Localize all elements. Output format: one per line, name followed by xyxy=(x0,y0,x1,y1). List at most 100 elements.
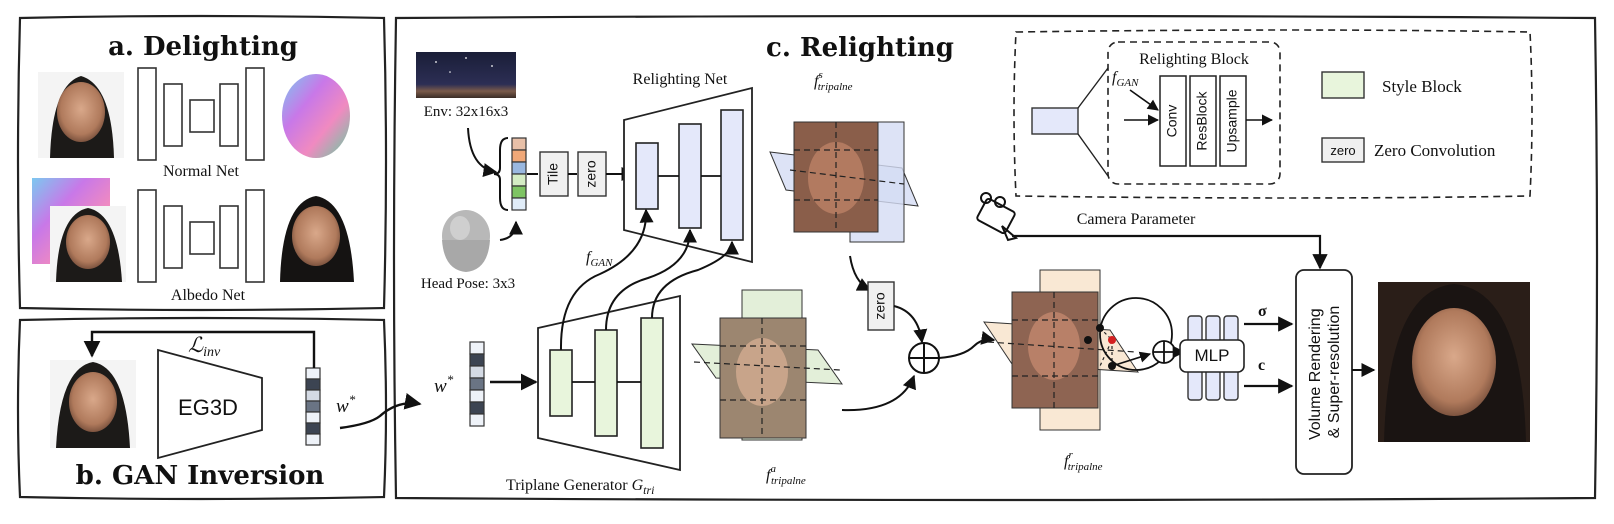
color-label: c xyxy=(1258,357,1265,374)
normal-net-label: Normal Net xyxy=(163,163,240,180)
legend-style-label: Style Block xyxy=(1382,77,1462,96)
pose-arrow xyxy=(499,220,523,241)
env-label: Env: 32x16x3 xyxy=(424,104,509,120)
lighting-vector-cell xyxy=(511,149,527,163)
env-arrow xyxy=(467,127,498,177)
latent-vector-b xyxy=(305,367,321,446)
f-r-base: f xyxy=(1064,453,1071,470)
latent-cell xyxy=(469,365,485,379)
triplane-generator-blocks xyxy=(549,317,664,449)
skip-connections xyxy=(559,208,739,351)
latent-cell xyxy=(305,411,321,424)
legend-f-gan-sub: GAN xyxy=(1116,77,1139,89)
latent-cell xyxy=(305,422,321,435)
f-a-sup: a xyxy=(770,463,776,475)
sigma-label: σ xyxy=(1258,303,1267,320)
head-mesh-icon xyxy=(442,210,490,272)
mlp-label: MLP xyxy=(1195,346,1230,365)
f-s-sup: s xyxy=(818,69,822,81)
triplane-gen-text: Triplane Generator xyxy=(506,477,632,494)
triplane-generator-label: Triplane Generator Gtri xyxy=(506,477,655,497)
loss-symbol: ℒ xyxy=(188,333,204,357)
face-photo-icon xyxy=(50,206,126,282)
panel-a-title: a. Delighting xyxy=(108,32,298,62)
latent-cell xyxy=(469,353,485,367)
legend-zero-swatch xyxy=(1321,137,1365,163)
camera-parameter-label: Camera Parameter xyxy=(1077,211,1196,228)
legend-relight-block xyxy=(1031,107,1079,135)
triplane-gen-sub: tri xyxy=(643,483,654,497)
legend-f-gan-arrow xyxy=(1129,89,1159,111)
triplane-relit-planes xyxy=(983,269,1139,431)
plus-to-relit-arrow xyxy=(938,331,996,359)
latent-star: * xyxy=(349,392,356,407)
inversion-loss-label: ℒinv xyxy=(188,333,221,360)
zero-node-label: zero xyxy=(872,292,888,319)
panel-b-frame xyxy=(16,316,388,501)
latent-cell xyxy=(469,389,485,403)
lighting-vector-cell xyxy=(511,137,527,151)
f-gan-label: fGAN xyxy=(586,249,613,269)
legend-zero-label: Zero Convolution xyxy=(1374,141,1496,160)
latent-cell xyxy=(305,433,321,446)
panel-b-title: b. GAN Inversion xyxy=(76,461,325,491)
face-photo-icon xyxy=(50,360,136,448)
albedo-net-label: Albedo Net xyxy=(171,287,246,304)
upsample-label: Upsample xyxy=(1224,89,1240,152)
normal-map-icon xyxy=(276,72,356,160)
latent-vector-c xyxy=(469,341,485,427)
triplane-albedo-planes xyxy=(691,289,843,441)
concat-brace xyxy=(493,137,509,211)
eg3d-encoder-shape xyxy=(157,348,263,460)
albedo-to-plus-arrow xyxy=(841,374,916,412)
camera-icon xyxy=(976,192,1019,242)
tile-label: Tile xyxy=(545,163,561,185)
volume-rendering-block xyxy=(1295,269,1353,475)
legend-style-swatch xyxy=(1321,71,1365,99)
normal-net-encoder xyxy=(137,67,265,161)
latent-cell xyxy=(305,378,321,391)
legend-zoom-lines xyxy=(1077,67,1109,177)
latent-cell xyxy=(469,341,485,355)
latent-w: w xyxy=(336,396,349,417)
face-photo-icon xyxy=(1378,282,1530,442)
face-photo-icon xyxy=(276,194,356,282)
f-s-base: f xyxy=(814,73,821,90)
lighting-vector-cell xyxy=(511,173,527,187)
relighting-block-title: Relighting Block xyxy=(1139,51,1249,68)
zero-conv-block xyxy=(577,151,607,197)
panel-a-frame xyxy=(16,14,388,312)
tile-block xyxy=(539,151,569,197)
latent-to-generator-arrow xyxy=(339,393,422,430)
inversion-loss-arrow xyxy=(83,330,316,368)
loss-subscript: inv xyxy=(203,345,221,360)
f-a-base: f xyxy=(766,467,773,484)
legend-f-gan: fGAN xyxy=(1112,69,1139,89)
environment-map-icon xyxy=(416,52,516,98)
resblock-label: ResBlock xyxy=(1194,90,1210,150)
zero-label: zero xyxy=(583,160,599,187)
points-to-sum-arrow xyxy=(1111,351,1152,367)
conv-label: Conv xyxy=(1164,105,1180,138)
volume-line-2: & Super-resolution xyxy=(1326,306,1343,439)
camera-arrow xyxy=(1012,234,1328,270)
f-r-sup: r xyxy=(1068,449,1073,461)
f-gan-sub: GAN xyxy=(590,257,613,269)
zero-conv-node xyxy=(867,281,895,331)
latent-star: * xyxy=(447,372,454,387)
triplane-gen-sym: G xyxy=(632,477,644,494)
lighting-vector-cell xyxy=(511,197,527,211)
f-a-sub: tripalne xyxy=(771,475,806,487)
latent-cell xyxy=(305,400,321,413)
plus-circle-icon xyxy=(908,342,940,374)
head-pose-label: Head Pose: 3x3 xyxy=(421,276,515,292)
triplane-source-planes xyxy=(769,121,919,243)
eg3d-label: EG3D xyxy=(178,395,238,420)
f-gan-base: f xyxy=(586,249,593,266)
volume-line-1: Volume Rendering xyxy=(1307,308,1324,440)
face-photo-icon xyxy=(38,72,124,158)
panel-c-title: c. Relighting xyxy=(766,33,954,63)
